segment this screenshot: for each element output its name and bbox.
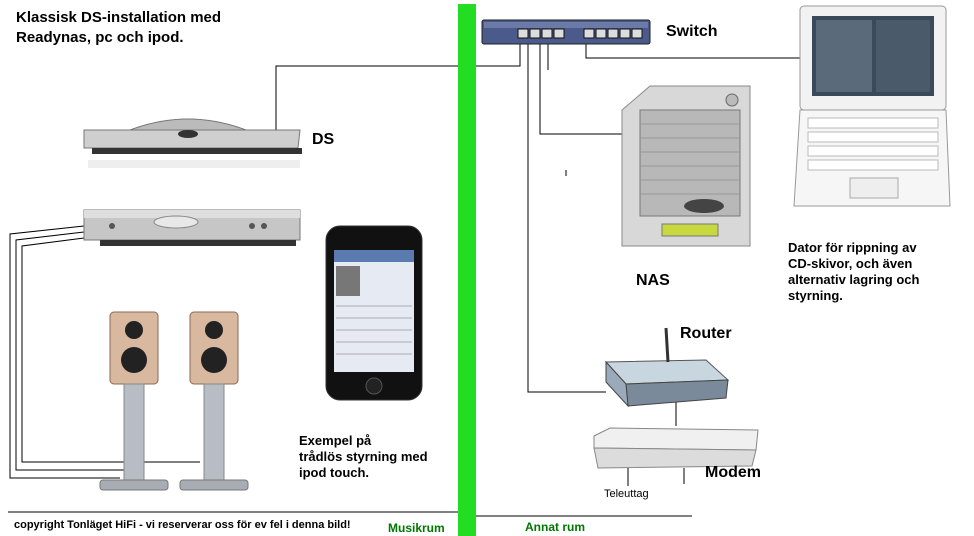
cable-switch-router <box>527 44 606 393</box>
nas-label: NAS <box>636 272 670 289</box>
room-divider-wall <box>458 4 476 536</box>
left-speaker <box>99 311 169 491</box>
room-label-left: Musikrum <box>388 521 445 535</box>
cable-switch-ds <box>275 44 521 134</box>
cable-speaker-right <box>21 237 200 463</box>
room-label-right: Annat rum <box>525 520 585 534</box>
copyright-text: copyright Tonläget HiFi - vi reserverar … <box>14 519 351 531</box>
cable-switch-nas <box>539 44 622 135</box>
cable-speaker-left-2 <box>15 231 126 471</box>
cable-switch-computer <box>585 44 804 59</box>
laptop-device <box>793 5 951 207</box>
ds-label: DS <box>312 131 335 148</box>
switch-label: Switch <box>666 23 718 40</box>
page-title: Klassisk DS-installation med Readynas, p… <box>16 9 222 46</box>
nas-device <box>621 85 751 247</box>
ds-device <box>83 118 302 168</box>
cable-speaker-left <box>9 225 120 479</box>
router-device <box>604 327 730 408</box>
switch-device <box>481 19 651 45</box>
router-label: Router <box>680 325 732 342</box>
right-speaker <box>179 311 249 491</box>
amplifier-device <box>83 209 301 246</box>
computer-note: Dator för rippning av CD-skivor, och äve… <box>788 240 920 303</box>
modem-label: Modem <box>705 464 761 481</box>
ipod-touch-device <box>325 225 423 401</box>
modem-device <box>593 427 759 469</box>
ipod-note: Exempel på trådlös styrning med ipod tou… <box>299 433 428 480</box>
teleuttag-label: Teleuttag <box>604 488 649 500</box>
